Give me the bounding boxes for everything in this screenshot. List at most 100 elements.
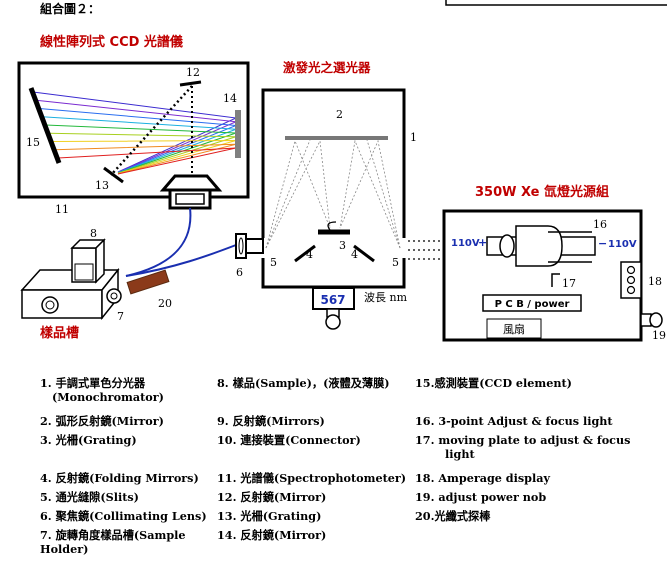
legend-item-continuation: light [445, 447, 475, 461]
legend-item-continuation: (Monochromator) [52, 390, 164, 404]
wavelength-unit: 波長 nm [364, 291, 408, 304]
legend-item-text: 7. 旋轉角度樣品槽(Sample [40, 528, 186, 542]
legend-item: 2. 弧形反射鏡(Mirror) [40, 414, 164, 428]
fiber-cable [125, 207, 192, 277]
legend-item-text: 16. 3-point Adjust & focus light [415, 414, 613, 428]
fiber-probe-20 [126, 269, 170, 295]
legend-item: 1. 手調式單色分光器(Monochromator) [40, 376, 164, 404]
legend-item-text: 14. 反射鏡(Mirror) [217, 528, 327, 542]
legend-item-text: 11. 光譜儀(Spectrophotometer) [217, 471, 407, 485]
sample-holder-title: 樣品槽 [40, 325, 79, 341]
label-7: 7 [117, 310, 124, 323]
fiber-cable-2 [125, 244, 237, 277]
legend-item: 13. 光柵(Grating) [217, 509, 321, 523]
fan-box [486, 318, 542, 339]
label-4-left: 4 [306, 248, 313, 261]
legend-item: 10. 連接裝置(Connector) [217, 433, 361, 447]
label-19: 19 [652, 329, 666, 342]
legend-item: 11. 光譜儀(Spectrophotometer) [217, 471, 406, 485]
label-4-right: 4 [351, 248, 358, 261]
legend-item-text: 9. 反射鏡(Mirrors) [217, 414, 325, 428]
legend-item: 12. 反射鏡(Mirror) [217, 490, 326, 504]
ccd-spectrometer-frame [17, 61, 250, 199]
legend-item: 14. 反射鏡(Mirror) [217, 528, 326, 542]
legend-item: 8. 樣品(Sample)，(液體及薄膜) [217, 376, 390, 390]
legend-item-text: 6. 聚焦鏡(Collimating Lens) [40, 509, 207, 523]
legend-item-text: 15.感測裝置(CCD element) [415, 376, 572, 390]
legend-item: 20.光纖式探棒 [415, 509, 490, 523]
pcb-box [482, 294, 582, 312]
legend-item-text: 19. adjust power nob [415, 490, 547, 504]
label-14: 14 [223, 92, 237, 105]
folding-mirror-4-left [294, 244, 316, 263]
power-knob-19[interactable] [640, 312, 663, 328]
wavelength-knob[interactable] [325, 308, 341, 330]
spectrum-rays [32, 91, 238, 175]
label-5-right: 5 [392, 256, 399, 269]
connector-10 [159, 174, 223, 210]
legend-item-text: 4. 反射鏡(Folding Mirrors) [40, 471, 199, 485]
legend-item: 18. Amperage display [415, 471, 550, 485]
light-source-box: 110V + − 110V 16 17 P C B / power 風扇 18 [442, 209, 662, 342]
legend-item-text: 12. 反射鏡(Mirror) [217, 490, 327, 504]
legend-item: 6. 聚焦鏡(Collimating Lens) [40, 509, 207, 523]
label-15: 15 [26, 136, 40, 149]
light-source-title: 350W Xe 氙燈光源組 [475, 184, 609, 200]
light-paths [265, 139, 401, 249]
folding-mirror-4-right [353, 244, 375, 263]
figure-header: 組合圖２： [40, 1, 100, 16]
ccd-spectrometer-title: 線性陣列式 CCD 光譜儀 [40, 34, 183, 50]
grating-rotation-arrow [327, 221, 337, 231]
label-2: 2 [336, 108, 343, 121]
ccd-spectrometer: 12 14 15 13 [17, 61, 250, 210]
top-right-frame [445, 0, 667, 6]
legend-item: 16. 3-point Adjust & focus light [415, 414, 613, 428]
legend-item-text: 3. 光柵(Grating) [40, 433, 137, 447]
legend-item: 4. 反射鏡(Folding Mirrors) [40, 471, 199, 485]
moving-plate-17 [551, 273, 560, 287]
label-20: 20 [158, 297, 172, 310]
label-18: 18 [648, 275, 662, 288]
label-11: 11 [55, 203, 69, 216]
label-5-left: 5 [270, 256, 277, 269]
fan-label: 風扇 [503, 322, 525, 336]
label-13: 13 [95, 179, 109, 192]
dotted-beam-path [110, 85, 193, 176]
xe-lamp [486, 225, 596, 267]
legend-item: 19. adjust power nob [415, 490, 546, 504]
label-17: 17 [562, 277, 576, 290]
grating-13 [103, 166, 124, 184]
amperage-display-18 [620, 261, 642, 299]
sample-holder-7 [20, 238, 122, 321]
label-1: 1 [410, 131, 417, 144]
legend-item-continuation: Holder) [40, 542, 89, 556]
label-8: 8 [90, 227, 97, 240]
legend-item-text: 10. 連接裝置(Connector) [217, 433, 361, 447]
label-3: 3 [339, 239, 346, 252]
legend-item: 5. 通光縫隙(Slits) [40, 490, 139, 504]
voltage-left: 110V [451, 238, 480, 249]
legend-item-text: 8. 樣品(Sample)，(液體及薄膜) [217, 376, 390, 390]
collimating-lens-6 [235, 233, 264, 259]
legend-item-text: 2. 弧形反射鏡(Mirror) [40, 414, 164, 428]
legend-item-text: 1. 手調式單色分光器 [40, 376, 146, 390]
legend-item-text: 18. Amperage display [415, 471, 550, 485]
wavelength-value: 567 [320, 293, 345, 307]
legend-item-text: 17. moving plate to adjust & focus [415, 433, 631, 447]
legend-item-text: 13. 光柵(Grating) [217, 509, 322, 523]
pcb-label: P C B / power [495, 299, 570, 310]
selector-title: 激發光之選光器 [283, 60, 371, 75]
legend-item: 9. 反射鏡(Mirrors) [217, 414, 325, 428]
legend-item-text: 5. 通光縫隙(Slits) [40, 490, 139, 504]
wavelength-display: 567 波長 nm [312, 287, 408, 330]
legend-item: 15.感測裝置(CCD element) [415, 376, 572, 390]
legend-item-text: 20.光纖式探棒 [415, 509, 491, 523]
monochromator-1: 2 1 3 4 4 5 5 [261, 88, 417, 289]
legend-item: 3. 光柵(Grating) [40, 433, 137, 447]
monochromator-frame [261, 88, 406, 289]
voltage-plus: + [478, 236, 487, 249]
mirror-12 [179, 80, 202, 87]
light-arrows [408, 240, 440, 260]
